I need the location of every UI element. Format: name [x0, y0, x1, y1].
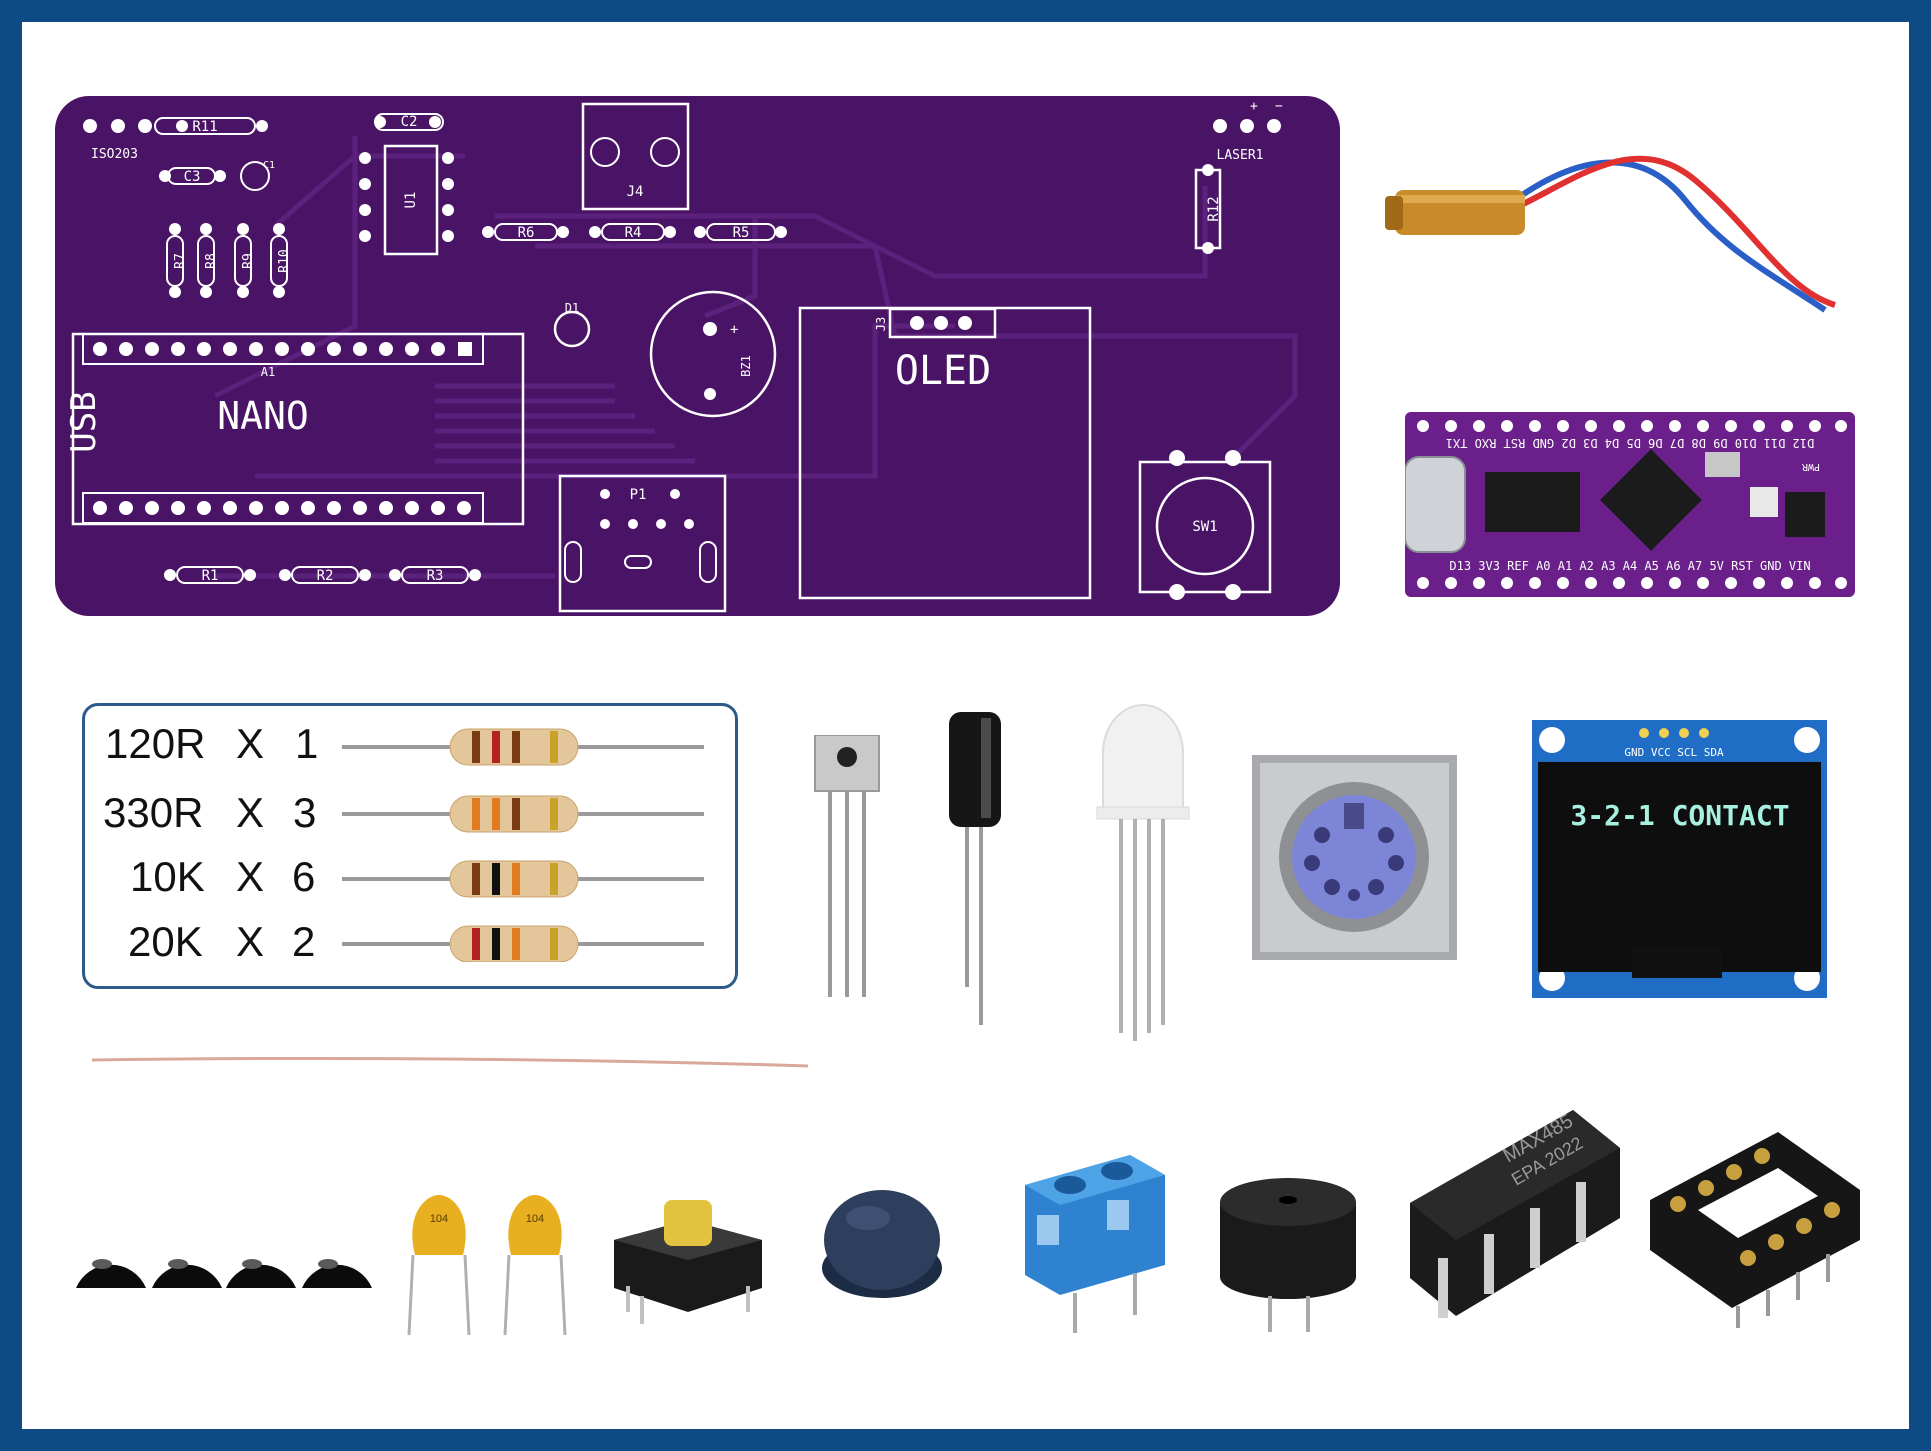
rgb-led-icon [1095, 703, 1190, 1043]
ceramic-capacitor-icon: 104 104 [405, 1195, 577, 1337]
screw-terminal-icon [1025, 1155, 1170, 1335]
rubber-feet-icon [72, 1228, 377, 1296]
ic-chip-icon: MAX485 EPA 2022 [1408, 1108, 1623, 1340]
mini-din-socket-icon [1252, 755, 1457, 960]
silk-laser-plus: + [1250, 99, 1258, 114]
silk-c1: C1 [263, 160, 275, 171]
resistor-qty: 3 [293, 789, 317, 836]
resistor-value: 20K [128, 918, 203, 965]
resistor-times: X [236, 918, 265, 965]
silk-r3: R3 [427, 568, 444, 584]
silk-r6: R6 [518, 225, 535, 241]
silk-r10: R10 [277, 249, 292, 272]
resistor-times: X [236, 853, 265, 900]
laser-module-icon [1385, 140, 1845, 320]
silk-bz1: BZ1 [739, 355, 753, 377]
silk-sw1: SW1 [1192, 519, 1217, 535]
ir-receiver-icon [812, 735, 882, 1000]
button-cap-icon [818, 1188, 946, 1300]
pcb-board: ISO203 R11 C2 C3 C1 U1 J4 LASER1 + − R12… [55, 96, 1340, 616]
resistor-value: 120R [105, 720, 206, 767]
capacitor-label: 104 [430, 1213, 448, 1225]
silk-r5: R5 [733, 225, 750, 241]
silk-r4: R4 [625, 225, 642, 241]
silk-r1: R1 [202, 568, 219, 584]
resistor-times: X [236, 789, 265, 836]
silk-r11: R11 [192, 119, 217, 135]
silk-laser-minus: − [1275, 99, 1283, 114]
silk-p1: P1 [630, 487, 647, 503]
silk-r8: R8 [204, 253, 219, 269]
silk-laser1: LASER1 [1217, 148, 1264, 163]
silk-iso203: ISO203 [91, 147, 138, 162]
silk-bz-plus: + [730, 322, 738, 338]
resistor-qty: 2 [292, 918, 316, 965]
silk-d1: D1 [565, 301, 579, 315]
nano-pwr: PWR [1801, 461, 1820, 472]
electrolytic-capacitor-icon [945, 712, 1005, 1027]
silk-r12: R12 [1206, 196, 1222, 221]
nano-board-icon: D12 D11 D10 D9 D8 D7 D6 D5 D4 D3 D2 GND … [1405, 412, 1855, 597]
silk-r9: R9 [241, 253, 256, 269]
silk-a1: A1 [261, 365, 275, 379]
nano-top-pins: D12 D11 D10 D9 D8 D7 D6 D5 D4 D3 D2 GND … [1446, 436, 1814, 450]
resistor-value: 10K [130, 853, 205, 900]
silk-c3: C3 [184, 169, 201, 185]
oled-module-icon: GND VCC SCL SDA 3-2-1 CONTACT [1532, 720, 1827, 998]
resistors-icon [342, 722, 704, 962]
resistor-value: 330R [103, 789, 204, 836]
silk-j4: J4 [627, 184, 644, 200]
nano-bottom-pins: D13 3V3 REF A0 A1 A2 A3 A4 A5 A6 A7 5V R… [1449, 559, 1810, 573]
silk-u1: U1 [403, 192, 419, 209]
silk-nano: NANO [217, 394, 309, 438]
silk-oled: OLED [895, 348, 991, 394]
silk-c2: C2 [401, 114, 418, 130]
wire-icon [92, 1055, 808, 1069]
resistor-qty: 6 [292, 853, 316, 900]
ic-socket-icon [1648, 1130, 1863, 1330]
silk-r2: R2 [317, 568, 334, 584]
silk-j3: J3 [874, 317, 888, 331]
resistor-legend [82, 703, 738, 989]
capacitor-label: 104 [526, 1213, 544, 1225]
resistor-times: X [236, 720, 265, 767]
silk-usb: USB [64, 391, 104, 452]
tactile-switch-icon [608, 1200, 768, 1328]
buzzer-icon [1218, 1172, 1358, 1337]
oled-screen-text: 3-2-1 CONTACT [1570, 799, 1789, 832]
oled-pin-labels: GND VCC SCL SDA [1624, 746, 1724, 759]
silk-r7: R7 [173, 253, 188, 269]
resistor-qty: 1 [295, 720, 319, 767]
